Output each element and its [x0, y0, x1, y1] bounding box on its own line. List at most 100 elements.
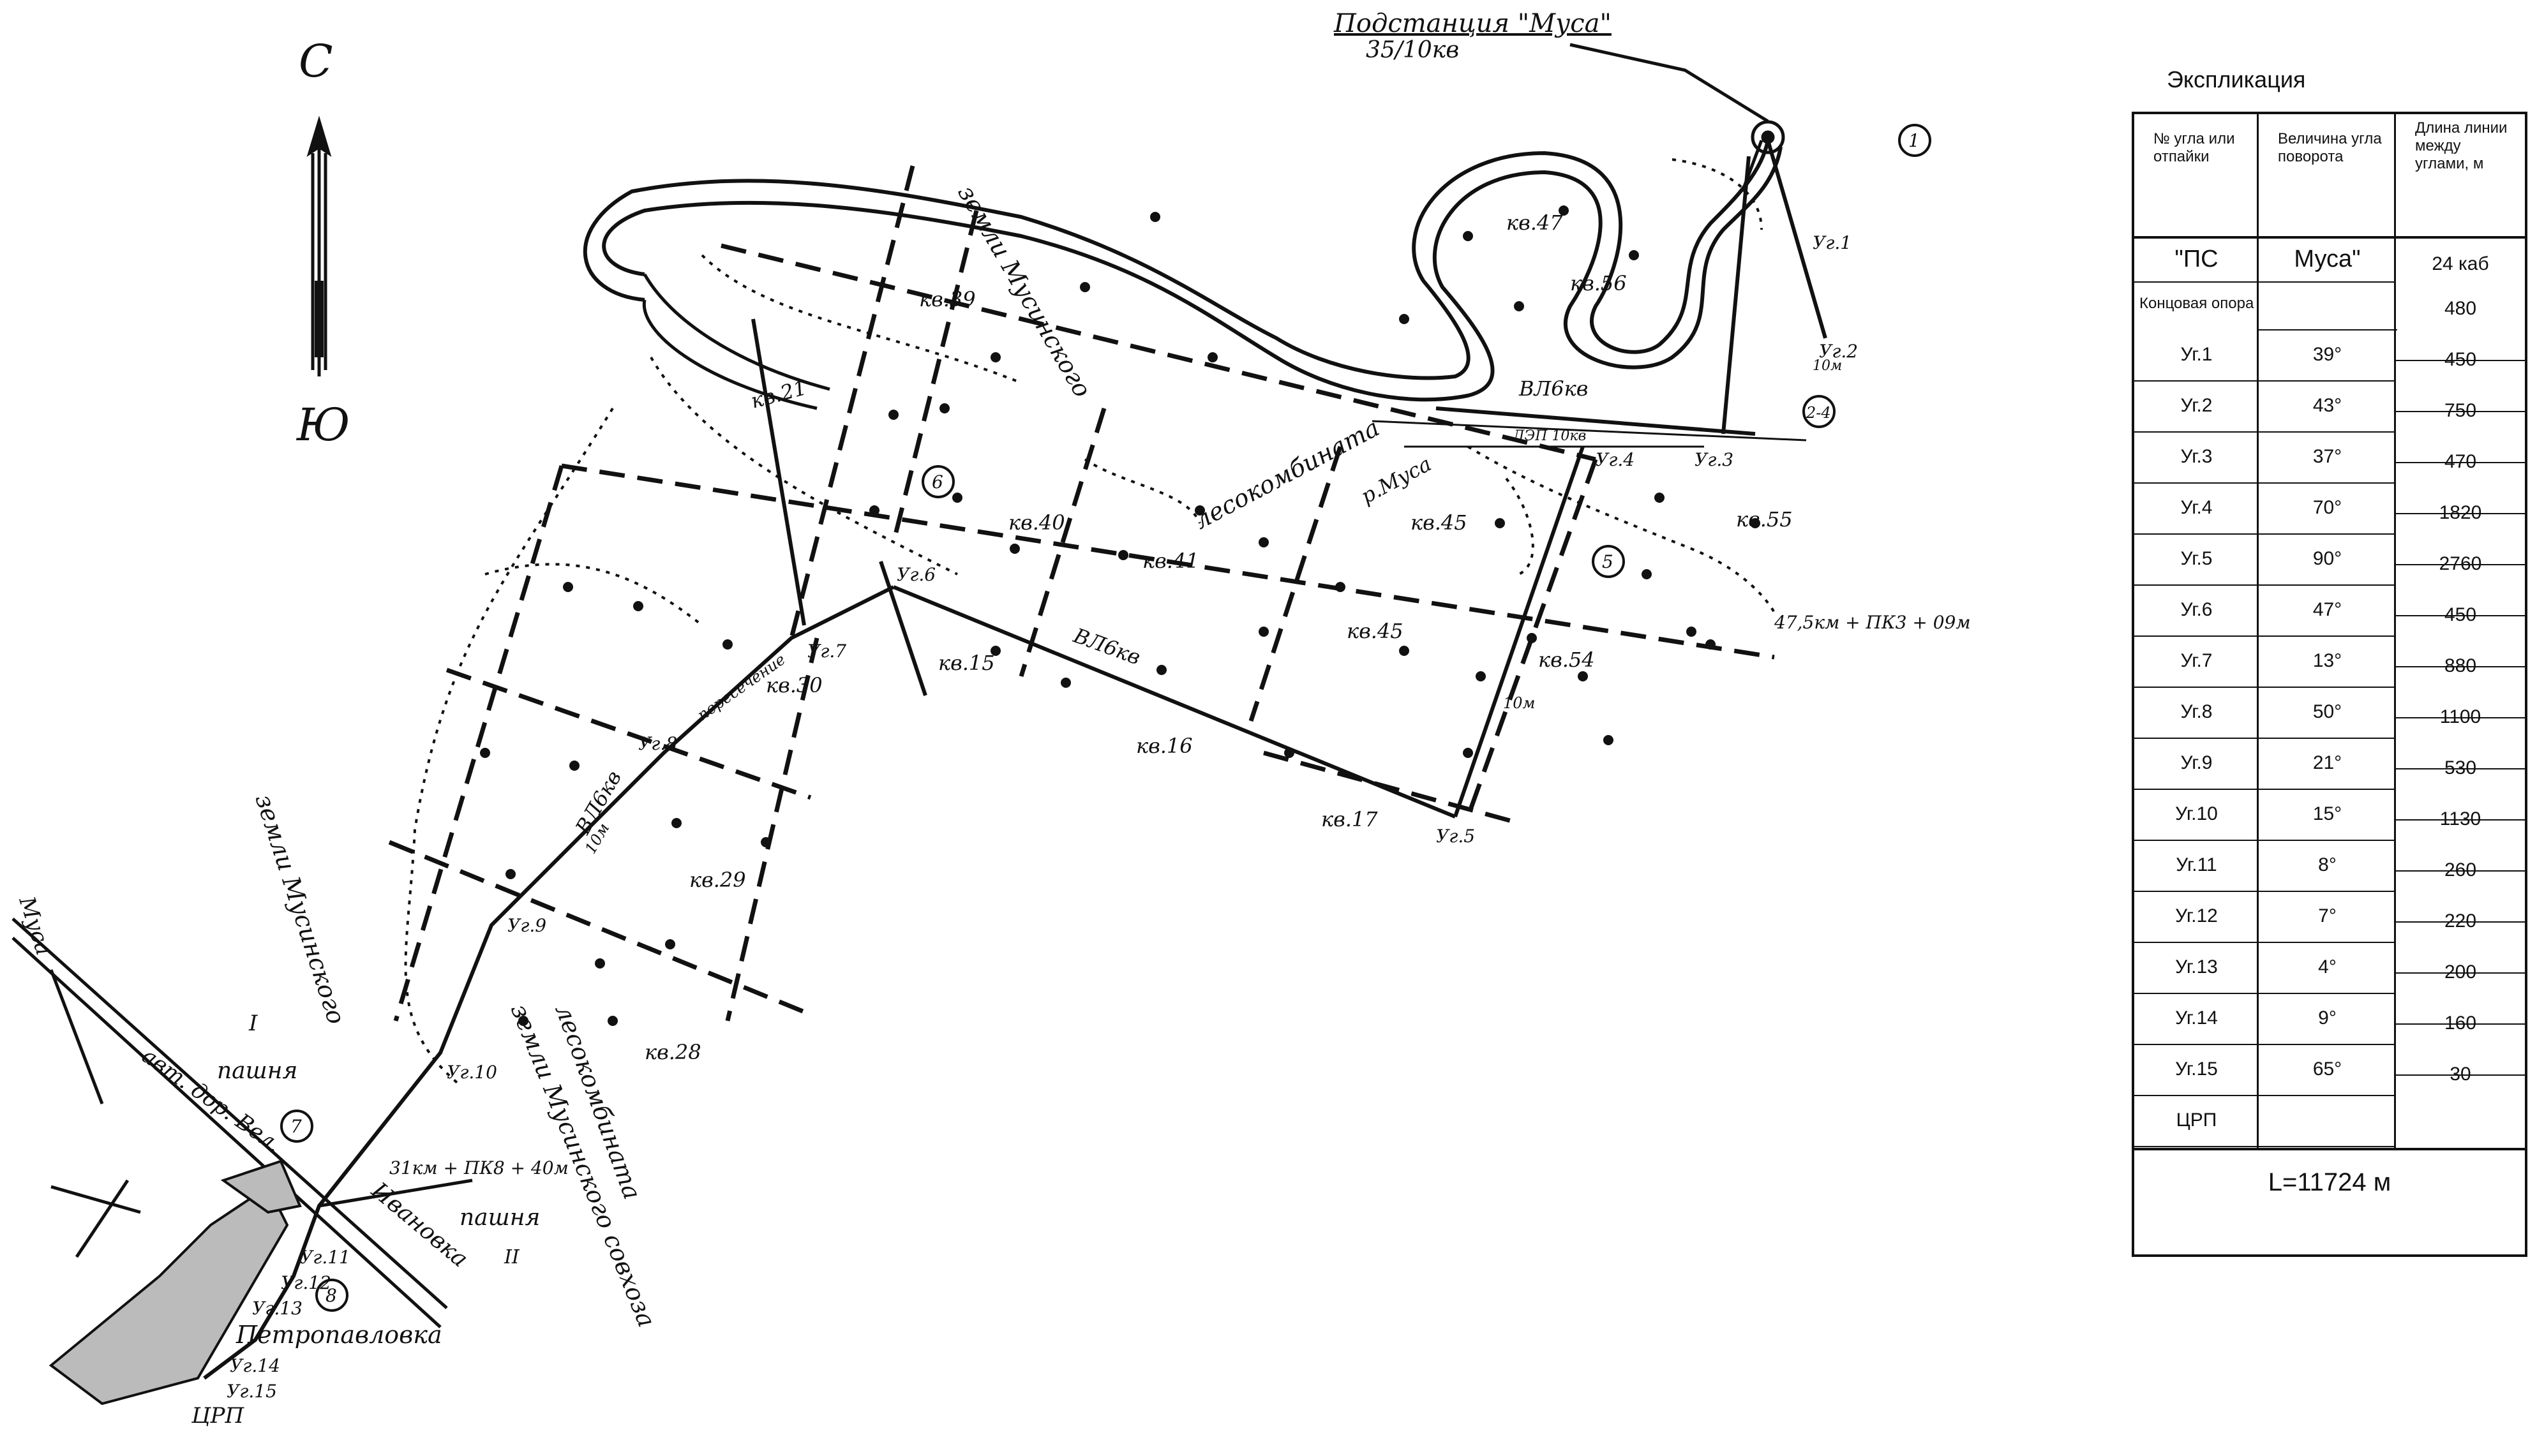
- label-roman-2: II: [504, 1246, 520, 1268]
- north-arrow: [306, 115, 332, 376]
- row-angle-name: Уг.13: [2175, 956, 2218, 977]
- kvartal-label: кв.16: [1136, 734, 1193, 758]
- row-angle-name: Уг.4: [2180, 497, 2213, 518]
- row-angle-name: Уг.14: [2175, 1007, 2218, 1029]
- row-angle-value: 39°: [2312, 344, 2342, 365]
- row-length: 880: [2444, 655, 2477, 676]
- kvartal-label: кв.45: [1347, 619, 1403, 643]
- kvartal-label: кв.29: [689, 868, 746, 892]
- row-angle-value: 50°: [2312, 701, 2342, 722]
- row-angle-value: 70°: [2312, 497, 2342, 518]
- kvartal-label: кв.40: [1008, 510, 1065, 535]
- angle-label: Уг.8: [638, 733, 677, 754]
- compass-south: Ю: [296, 399, 350, 451]
- row-length: 470: [2444, 451, 2477, 472]
- row-length: 750: [2444, 400, 2477, 421]
- label-crp: ЦРП: [191, 1403, 245, 1429]
- kvartal-label: кв.56: [1570, 271, 1627, 295]
- kvartal-label: кв.54: [1538, 648, 1595, 672]
- kvartal-label: кв.55: [1736, 507, 1793, 531]
- angle-label: Уг.7: [807, 641, 846, 662]
- row-length: 260: [2444, 859, 2477, 880]
- label-pashnya-2: пашня: [460, 1205, 540, 1231]
- row-angle-value: 37°: [2312, 446, 2342, 467]
- kvartal-label: кв.17: [1321, 807, 1378, 831]
- circle-markers: [280, 124, 1931, 1312]
- row-angle-name: Уг.3: [2180, 446, 2213, 467]
- row-length: 220: [2444, 910, 2477, 932]
- row-length: 1130: [2439, 808, 2481, 829]
- angle-label: Уг.3: [1695, 449, 1733, 470]
- angle-label: Уг.10: [447, 1062, 497, 1083]
- row-length: 160: [2444, 1013, 2477, 1034]
- label-ivanovka: Ивановка: [366, 1177, 472, 1273]
- angle-label: Уг.13: [252, 1298, 303, 1319]
- row-angle-name: Уг.6: [2180, 599, 2213, 620]
- first-row-length: 24 каб: [2432, 253, 2489, 274]
- marker-7: 7: [290, 1116, 302, 1137]
- label-vl10kv-1: ВЛ6кв: [1518, 376, 1588, 401]
- label-pk2: 31км + ПК8 + 40м: [389, 1157, 569, 1178]
- label-dist-1: 10м: [1503, 694, 1535, 712]
- angle-label: Уг.12: [281, 1272, 331, 1293]
- row-angle-value: [2259, 1095, 2396, 1146]
- first-row-angle: Муса": [2294, 246, 2361, 272]
- row-length: 1820: [2439, 502, 2482, 523]
- label-village: Петропавловка: [236, 1321, 442, 1349]
- angle-label: Уг.9: [507, 915, 546, 936]
- angle-label: Уг.14: [230, 1355, 280, 1376]
- row-angle-value: 8°: [2318, 854, 2337, 875]
- end-support: Концовая опора: [2139, 295, 2254, 312]
- label-roman-1: I: [248, 1011, 258, 1036]
- label-substation-kv: 35/10кв: [1366, 37, 1459, 63]
- header-length: Длина линии между углами, м: [2396, 114, 2525, 239]
- village-petropavlovka: [49, 1159, 302, 1406]
- row-angle-value: 43°: [2312, 395, 2342, 416]
- angle-label: Уг.4: [1596, 449, 1635, 470]
- forest-edges: [404, 158, 1776, 1086]
- explication-table: № угла или отпайки Величина угла поворот…: [2132, 112, 2527, 1257]
- row-angle-value: 9°: [2318, 1007, 2337, 1029]
- row-angle-value: 21°: [2312, 752, 2342, 773]
- kvartal-label: кв.21: [748, 375, 809, 413]
- row-angle-name: Уг.5: [2180, 548, 2213, 569]
- angle-label: Уг.11: [300, 1247, 350, 1268]
- row-length: 480: [2444, 298, 2477, 319]
- row-length: 30: [2450, 1064, 2471, 1085]
- marker-2-4: 2-4: [1806, 404, 1831, 422]
- marker-8: 8: [325, 1285, 337, 1306]
- row-angle-value: 90°: [2312, 548, 2342, 569]
- row-length: 450: [2444, 349, 2477, 370]
- row-angle-name: Уг.8: [2180, 701, 2213, 722]
- explication-title: Экспликация: [2167, 66, 2306, 93]
- row-angle-name: ЦРП: [2176, 1110, 2217, 1131]
- label-crossing-2: ЛЭП 10кв: [1512, 428, 1586, 444]
- row-angle-value: 13°: [2312, 650, 2342, 671]
- total-length: L=11724 м: [2134, 1148, 2525, 1259]
- row-angle-value: 47°: [2312, 599, 2342, 620]
- label-lands-musinskogo-2: земли Мусинского: [250, 791, 350, 1027]
- label-dist-3: 10м: [1813, 358, 1842, 374]
- row-angle-value: 65°: [2312, 1059, 2342, 1080]
- kvartal-label: кв.47: [1506, 211, 1563, 235]
- row-angle-name: Уг.15: [2175, 1059, 2218, 1080]
- compass-north: С: [299, 35, 333, 87]
- row-angle-name: Уг.1: [2180, 344, 2213, 365]
- substation-symbol: [1569, 43, 1785, 192]
- roads: [11, 917, 473, 1328]
- row-angle-name: Уг.10: [2175, 803, 2218, 824]
- river-musa: [583, 140, 1783, 410]
- row-angle-name: Уг.2: [2180, 395, 2213, 416]
- label-river: р.Муса: [1357, 452, 1435, 509]
- header-angle-no: № угла или отпайки: [2134, 114, 2259, 239]
- row-length: 1100: [2439, 706, 2481, 727]
- row-length: 530: [2444, 757, 2477, 778]
- label-leskombinat: лесокомбината: [1190, 413, 1384, 535]
- angle-label: Уг.2: [1819, 341, 1858, 362]
- kvartal-label: кв.45: [1410, 510, 1467, 535]
- row-length: 2760: [2439, 553, 2482, 574]
- forest-dots: [480, 205, 1760, 1026]
- power-line-vl10kv: [203, 140, 1827, 1380]
- row-angle-value: 15°: [2312, 803, 2342, 824]
